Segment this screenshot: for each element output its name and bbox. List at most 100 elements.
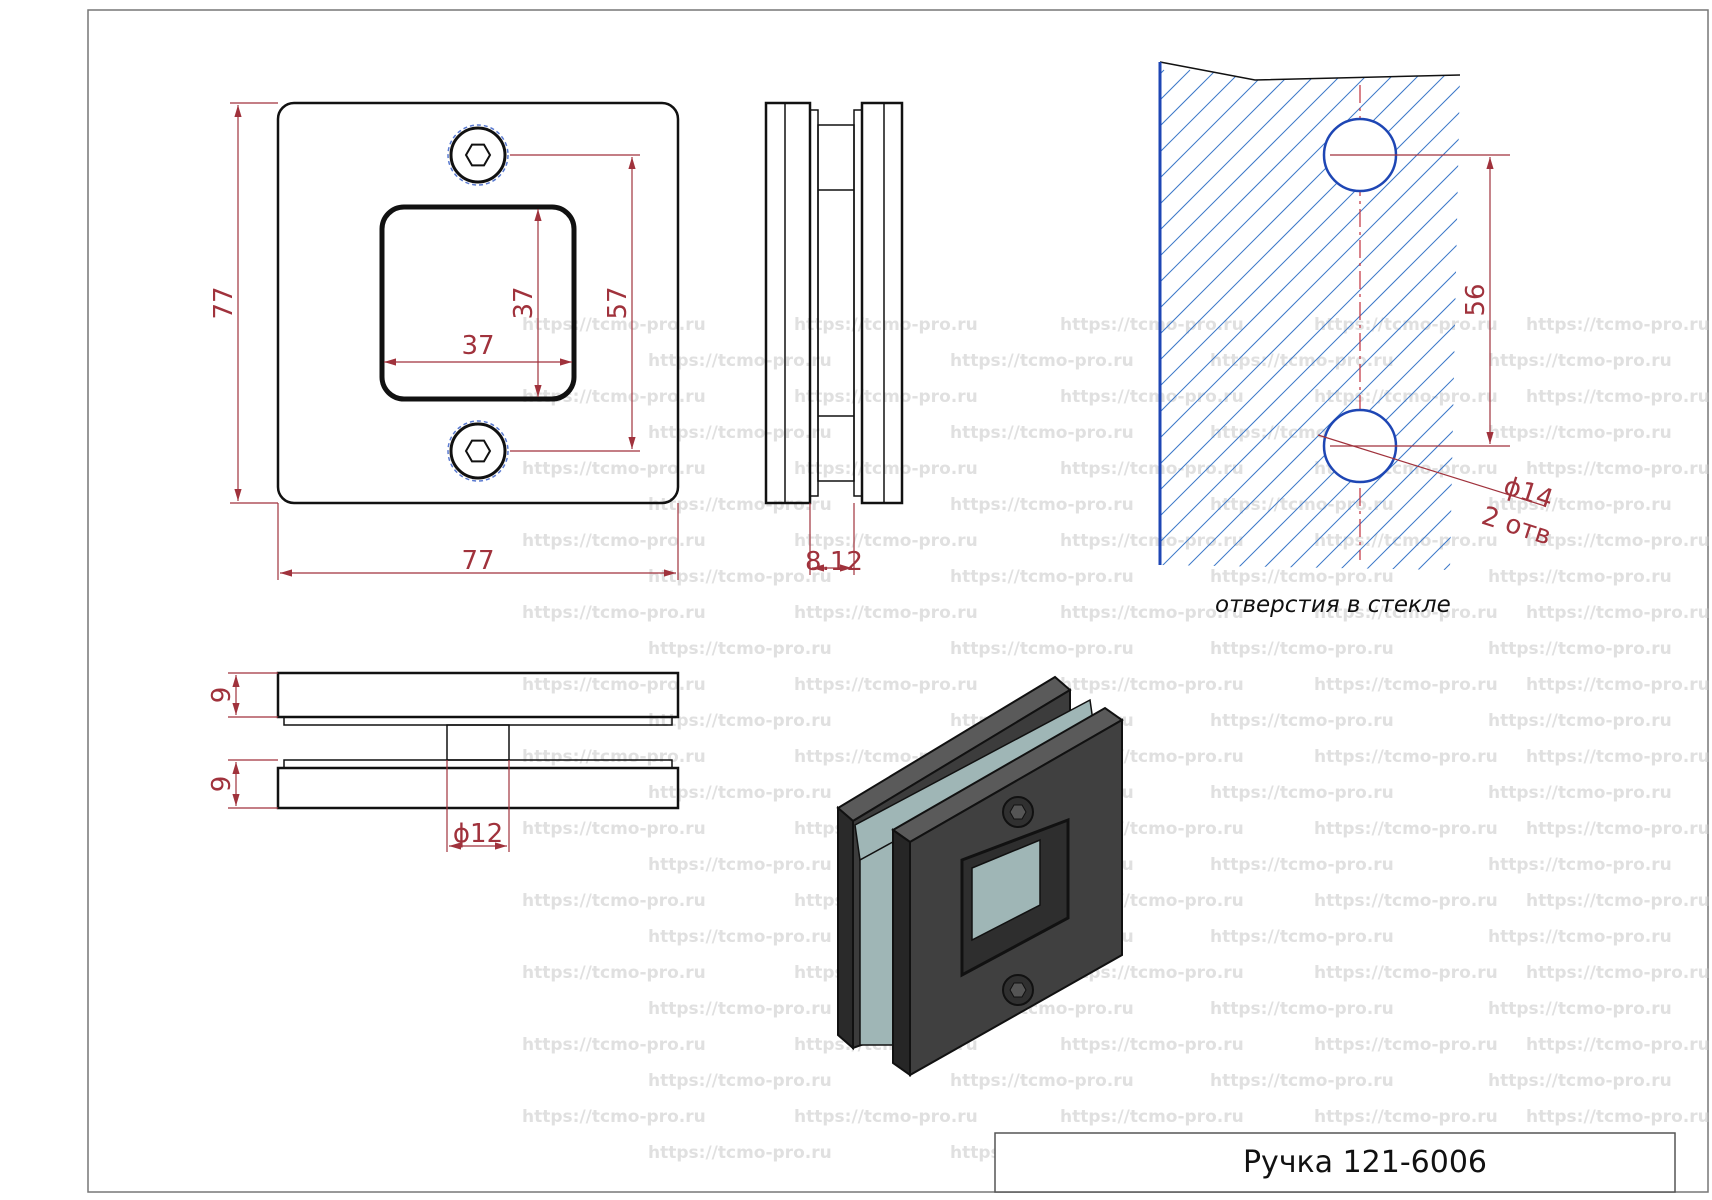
hatch-line (1160, 69, 1460, 570)
watermark-text: https://tcmo-pro.ru (1488, 999, 1672, 1019)
watermark-text: https://tcmo-pro.ru (1488, 927, 1672, 947)
hole-spacing-label: 56 (1461, 283, 1491, 316)
hatch-line (1160, 69, 1321, 570)
spacer-diameter-label: ϕ12 (453, 819, 503, 849)
watermark-text: https://tcmo-pro.ru (950, 1071, 1134, 1091)
iso-cutout-glass (971, 838, 1041, 942)
watermark-text: https://tcmo-pro.ru (1060, 1035, 1244, 1055)
watermark-text: https://tcmo-pro.ru (1314, 1035, 1498, 1055)
watermark-text: https://tcmo-pro.ru (1526, 891, 1710, 911)
plate-width-label: 77 (461, 546, 494, 576)
watermark-text: https://tcmo-pro.ru (1314, 315, 1498, 335)
watermark-text: https://tcmo-pro.ru (522, 963, 706, 983)
gap-label: 8.12 (805, 547, 863, 577)
drawing-frame (87, 9, 1709, 1193)
bolt-spacing-label: 57 (603, 286, 633, 319)
watermark-text: https://tcmo-pro.ru (1210, 999, 1394, 1019)
watermark-text: https://tcmo-pro.ru (648, 711, 832, 731)
top-view-dimensions (228, 672, 510, 852)
front-cutout (379, 204, 577, 402)
watermark-text: https://tcmo-pro.ru (1210, 927, 1394, 947)
watermark-text: https://tcmo-pro.ru (1210, 1071, 1394, 1091)
watermark-text: https://tcmo-pro.ru (1314, 891, 1498, 911)
watermark-text: https://tcmo-pro.ru (522, 315, 706, 335)
hatch-line (1160, 69, 1460, 570)
iso-back-plate-edge (837, 805, 854, 1051)
watermark-text: https://tcmo-pro.ru (1526, 1035, 1710, 1055)
watermark-text: https://tcmo-pro.ru (1488, 855, 1672, 875)
front-view (276, 101, 680, 505)
watermark-text: https://tcmo-pro.ru (1488, 423, 1672, 443)
bottom-screw (447, 420, 509, 482)
watermark-text: https://tcmo-pro.ru (648, 495, 832, 515)
watermark-text: https://tcmo-pro.ru (1210, 783, 1394, 803)
watermark-text: https://tcmo-pro.ru (1526, 459, 1710, 479)
watermark-text: https://tcmo-pro.ru (950, 639, 1134, 659)
watermark-text: https://tcmo-pro.ru (1060, 387, 1244, 407)
glass-hatching (1160, 69, 1460, 570)
watermark-text: https://tcmo-pro.ru (1314, 531, 1498, 551)
watermark-text: https://tcmo-pro.ru (1526, 315, 1710, 335)
iso-front-plate-edge (892, 828, 911, 1077)
watermark-text: https://tcmo-pro.ru (1314, 603, 1498, 623)
watermark-text: https://tcmo-pro.ru (522, 675, 706, 695)
cutout-width-label: 37 (461, 331, 494, 361)
watermark-text: https://tcmo-pro.ru (648, 351, 832, 371)
watermark-text: https://tcmo-pro.ru (794, 315, 978, 335)
watermark-text: https://tcmo-pro.ru (648, 423, 832, 443)
hatch-line (1160, 69, 1269, 570)
watermark-text: https://tcmo-pro.ru (1526, 531, 1710, 551)
watermark-text: https://tcmo-pro.ru (1488, 711, 1672, 731)
watermark-text: https://tcmo-pro.ru (1314, 387, 1498, 407)
watermark-text: https://tcmo-pro.ru (794, 603, 978, 623)
watermark-text: https://tcmo-pro.ru (522, 603, 706, 623)
watermark-text: https://tcmo-pro.ru (648, 927, 832, 947)
watermark-text: https://tcmo-pro.ru (1210, 567, 1394, 587)
plate-height-label: 77 (209, 286, 239, 319)
watermark-text: https://tcmo-pro.ru (1488, 783, 1672, 803)
watermark-text: https://tcmo-pro.ru (794, 531, 978, 551)
hatch-line (1209, 69, 1460, 570)
hatch-line (1160, 69, 1460, 570)
watermark-text: https://tcmo-pro.ru (794, 459, 978, 479)
watermark-text: https://tcmo-pro.ru (522, 747, 706, 767)
watermark-text: https://tcmo-pro.ru (648, 999, 832, 1019)
watermark-text: https://tcmo-pro.ru (648, 639, 832, 659)
watermark-text: https://tcmo-pro.ru (1210, 855, 1394, 875)
title-block: Ручка 121-6006 (994, 1132, 1676, 1193)
watermark-text: https://tcmo-pro.ru (794, 1107, 978, 1127)
watermark-text: https://tcmo-pro.ru (1314, 963, 1498, 983)
watermark-text: https://tcmo-pro.ru (1526, 819, 1710, 839)
watermark-text: https://tcmo-pro.ru (1526, 603, 1710, 623)
watermark-text: https://tcmo-pro.ru (648, 783, 832, 803)
watermark-text: https://tcmo-pro.ru (1060, 459, 1244, 479)
watermark-text: https://tcmo-pro.ru (1488, 639, 1672, 659)
watermark-text: https://tcmo-pro.ru (1060, 603, 1244, 623)
iso-top-screw-hex (1009, 804, 1027, 820)
hatch-line (1160, 69, 1399, 570)
hatch-line (1287, 69, 1460, 570)
watermark-text: https://tcmo-pro.ru (1488, 351, 1672, 371)
watermark-text: https://tcmo-pro.ru (950, 351, 1134, 371)
watermark-text: https://tcmo-pro.ru (1060, 675, 1244, 695)
watermark-text: https://tcmo-pro.ru (1314, 675, 1498, 695)
watermark-text: https://tcmo-pro.ru (522, 819, 706, 839)
watermark-text: https://tcmo-pro.ru (1060, 315, 1244, 335)
watermark-text: https://tcmo-pro.ru (1060, 531, 1244, 551)
watermark-text: https://tcmo-pro.ru (1526, 963, 1710, 983)
watermark-text: https://tcmo-pro.ru (1526, 747, 1710, 767)
glass-outline (1159, 61, 1461, 81)
watermark-text: https://tcmo-pro.ru (1526, 387, 1710, 407)
glass-holes-note: отверстия в стекле (1215, 592, 1451, 618)
watermark-text: https://tcmo-pro.ru (522, 1107, 706, 1127)
hatch-line (1339, 69, 1460, 570)
watermark-text: https://tcmo-pro.ru (522, 1035, 706, 1055)
watermark-text: https://tcmo-pro.ru (1314, 747, 1498, 767)
watermark-text: https://tcmo-pro.ru (950, 495, 1134, 515)
watermark-text: https://tcmo-pro.ru (1526, 675, 1710, 695)
hatch-line (1160, 69, 1373, 570)
hatch-line (1160, 69, 1347, 570)
watermark-text: https://tcmo-pro.ru (648, 1143, 832, 1163)
product-title: Ручка 121-6006 (1243, 1145, 1487, 1180)
